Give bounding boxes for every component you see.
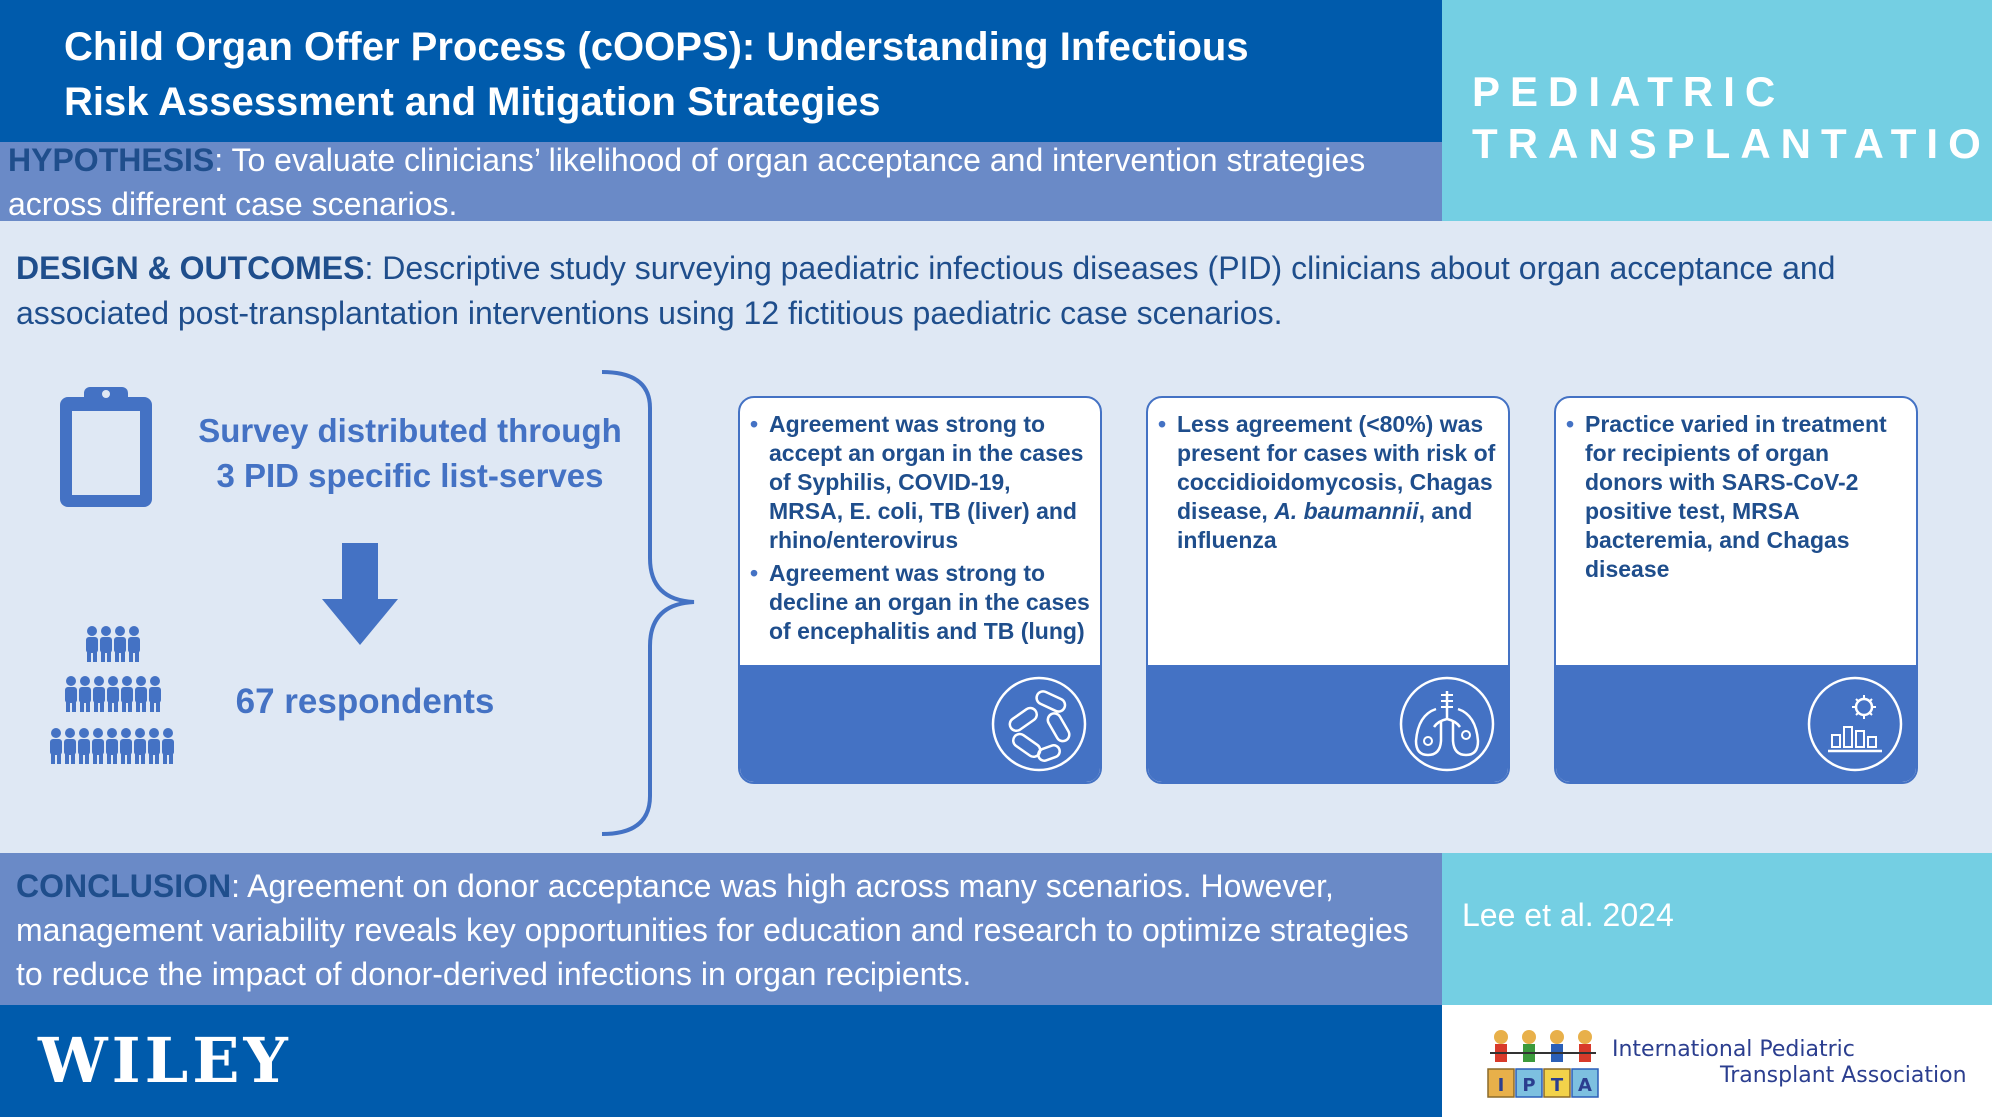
finding-card-acceptance: Agreement was strong to accept an organ … xyxy=(738,396,1102,784)
title-bar xyxy=(0,0,1442,142)
association-name-line-1: International Pediatric xyxy=(1612,1037,1855,1062)
survey-distribution-text: Survey distributed through 3 PID specifi… xyxy=(198,412,622,494)
journal-name-line-1: PEDIATRIC xyxy=(1472,68,1786,115)
conclusion-section: CONCLUSION: Agreement on donor acceptanc… xyxy=(16,864,1426,996)
hypothesis-label: HYPOTHESIS xyxy=(8,142,215,178)
list-item: Less agreement (<80%) was present for ca… xyxy=(1158,410,1498,555)
virus-chart-icon xyxy=(1807,676,1903,772)
title-line-2: Risk Assessment and Mitigation Strategie… xyxy=(64,80,881,124)
hypothesis-section: HYPOTHESIS: To evaluate clinicians’ like… xyxy=(8,138,1448,226)
list-item: Agreement was strong to accept an organ … xyxy=(750,410,1090,555)
ipta-logo-area: I P T A International Pediatric Transpla… xyxy=(1442,1005,1992,1117)
ipta-logo-icon: I P T A xyxy=(1487,1030,1599,1098)
design-text: : Descriptive study surveying paediatric… xyxy=(16,250,1836,331)
list-item-text: Less agreement (<80%) was present for ca… xyxy=(1177,411,1496,524)
list-item: Agreement was strong to decline an organ… xyxy=(750,559,1090,646)
logo-letter-a: A xyxy=(1578,1075,1592,1096)
down-arrow-icon xyxy=(322,543,398,645)
journal-name-line-2: TRANSPLANTATION xyxy=(1472,120,1992,167)
citation-text: Lee et al. 2024 xyxy=(1462,897,1674,933)
respondents-count: 67 respondents xyxy=(235,682,495,721)
footer-bar: WILEY xyxy=(0,1005,1442,1117)
people-pyramid-icon xyxy=(50,626,174,764)
list-item-italic: A. baumannii xyxy=(1274,498,1419,524)
clipboard-icon xyxy=(60,387,152,507)
finding-card-practice-variation: Practice varied in treatment for recipie… xyxy=(1554,396,1918,784)
conclusion-bar xyxy=(0,853,1442,1005)
card-footer xyxy=(1556,665,1916,782)
bacteria-icon xyxy=(991,676,1087,772)
logo-letter-p: P xyxy=(1522,1075,1535,1096)
list-item-text-end: , and influenza xyxy=(1177,498,1473,553)
page-title: Child Organ Offer Process (cOOPS): Under… xyxy=(64,20,1404,130)
curly-brace xyxy=(601,370,695,836)
hypothesis-text: : To evaluate clinicians’ likelihood of … xyxy=(8,142,1366,222)
card-footer xyxy=(1148,665,1508,782)
association-name-line-2: Transplant Association xyxy=(1720,1063,1967,1088)
lungs-icon xyxy=(1399,676,1495,772)
card-2-list: Less agreement (<80%) was present for ca… xyxy=(1158,410,1498,555)
design-section: DESIGN & OUTCOMES: Descriptive study sur… xyxy=(16,246,1976,336)
card-3-list: Practice varied in treatment for recipie… xyxy=(1566,410,1906,584)
logo-letter-i: I xyxy=(1498,1075,1505,1096)
card-footer xyxy=(740,665,1100,782)
list-item: Practice varied in treatment for recipie… xyxy=(1566,410,1906,584)
wiley-logo: WILEY xyxy=(38,1024,292,1097)
card-1-list: Agreement was strong to accept an organ … xyxy=(750,410,1090,646)
hypothesis-bar xyxy=(0,142,1442,221)
finding-card-less-agreement: Less agreement (<80%) was present for ca… xyxy=(1146,396,1510,784)
conclusion-text: : Agreement on donor acceptance was high… xyxy=(16,868,1409,992)
association-name: International Pediatric Transplant Assoc… xyxy=(1612,1037,1967,1089)
citation-box: Lee et al. 2024 xyxy=(1442,853,1992,1005)
title-line-1: Child Organ Offer Process (cOOPS): Under… xyxy=(64,25,1249,69)
logo-letter-t: T xyxy=(1551,1075,1564,1096)
conclusion-label: CONCLUSION xyxy=(16,868,232,904)
design-label: DESIGN & OUTCOMES xyxy=(16,250,365,286)
journal-name: PEDIATRIC TRANSPLANTATION xyxy=(1472,66,1992,170)
journal-banner: PEDIATRIC TRANSPLANTATION xyxy=(1442,0,1992,221)
